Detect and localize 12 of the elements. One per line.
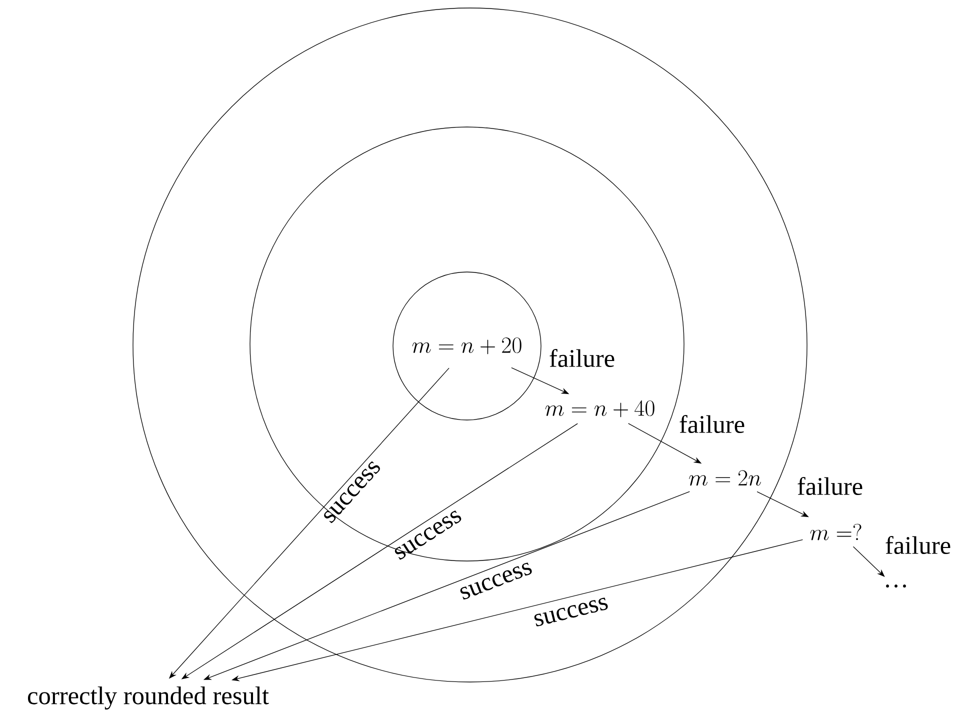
edge-label: failure xyxy=(550,348,614,368)
edge-label: success xyxy=(460,562,532,600)
formula: $m = 2n$ xyxy=(689,470,761,486)
edge-label: failure xyxy=(798,476,862,496)
edge-label: failure xyxy=(886,536,950,554)
edge-label: failure xyxy=(680,414,744,434)
edge-label: success xyxy=(534,598,608,626)
formula: $m =?$ xyxy=(810,524,862,540)
ellipsis: … xyxy=(886,584,906,588)
result-label: correctly rounded result xyxy=(28,686,269,710)
formula: $m = n + 40$ xyxy=(545,400,654,418)
arrow xyxy=(852,546,885,577)
